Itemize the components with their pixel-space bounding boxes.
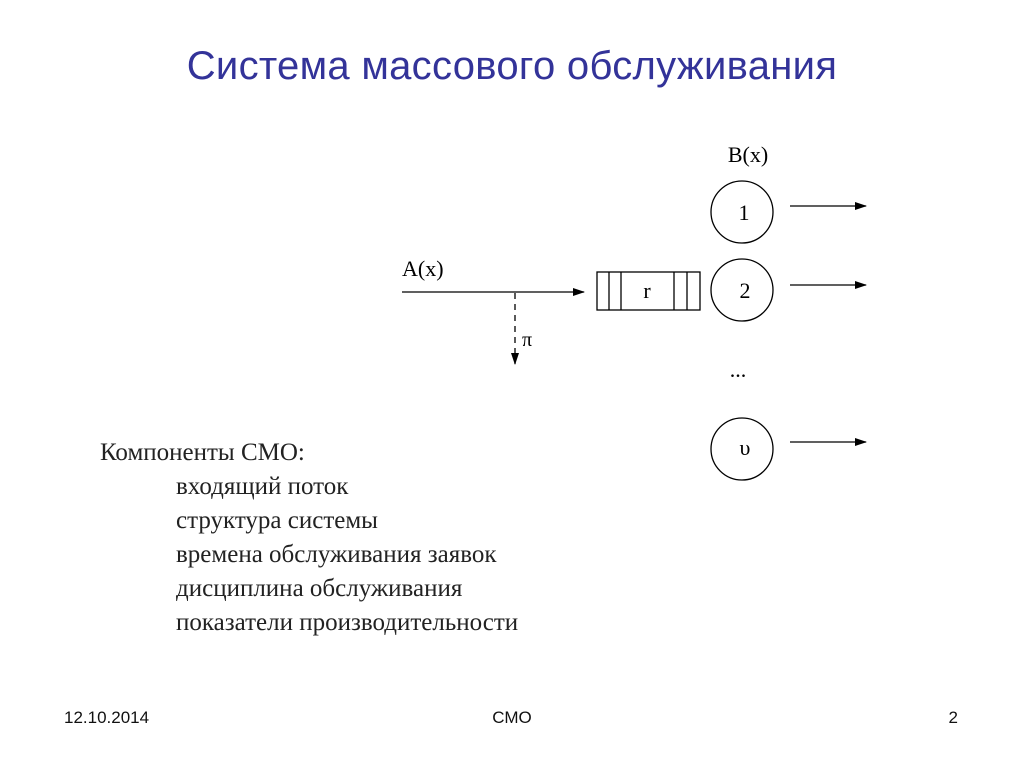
footer-center-text: СМО — [492, 708, 532, 727]
server-v-label: υ — [740, 435, 751, 460]
loss-label: π — [522, 329, 532, 351]
list-item: дисциплина обслуживания — [176, 575, 463, 602]
list-item: входящий поток — [176, 473, 349, 500]
server-2-circle — [710, 258, 774, 322]
server-1-label: 1 — [739, 200, 750, 225]
list-item: времена обслуживания заявок — [176, 541, 497, 568]
list-item: структура системы — [176, 507, 378, 534]
footer-page-number: 2 — [948, 708, 958, 727]
list-item: показатели производительности — [176, 609, 519, 636]
arrival-label: A(x) — [402, 256, 444, 281]
queue-buffer — [596, 271, 701, 311]
servers-ellipsis: ... — [730, 357, 747, 382]
slide-title: Система массового обслуживания — [186, 44, 838, 88]
service-label: B(x) — [728, 142, 768, 167]
footer-date: 12.10.2014 — [64, 708, 150, 727]
components-items: входящий поток структура системы времена… — [100, 470, 518, 640]
server-1-circle — [710, 180, 774, 244]
server-v-circle — [710, 417, 774, 481]
components-list: Компоненты СМО: входящий поток структура… — [100, 436, 518, 640]
server-2-label: 2 — [740, 278, 751, 303]
queue-label: r — [643, 278, 651, 303]
components-heading: Компоненты СМО: — [100, 439, 305, 466]
